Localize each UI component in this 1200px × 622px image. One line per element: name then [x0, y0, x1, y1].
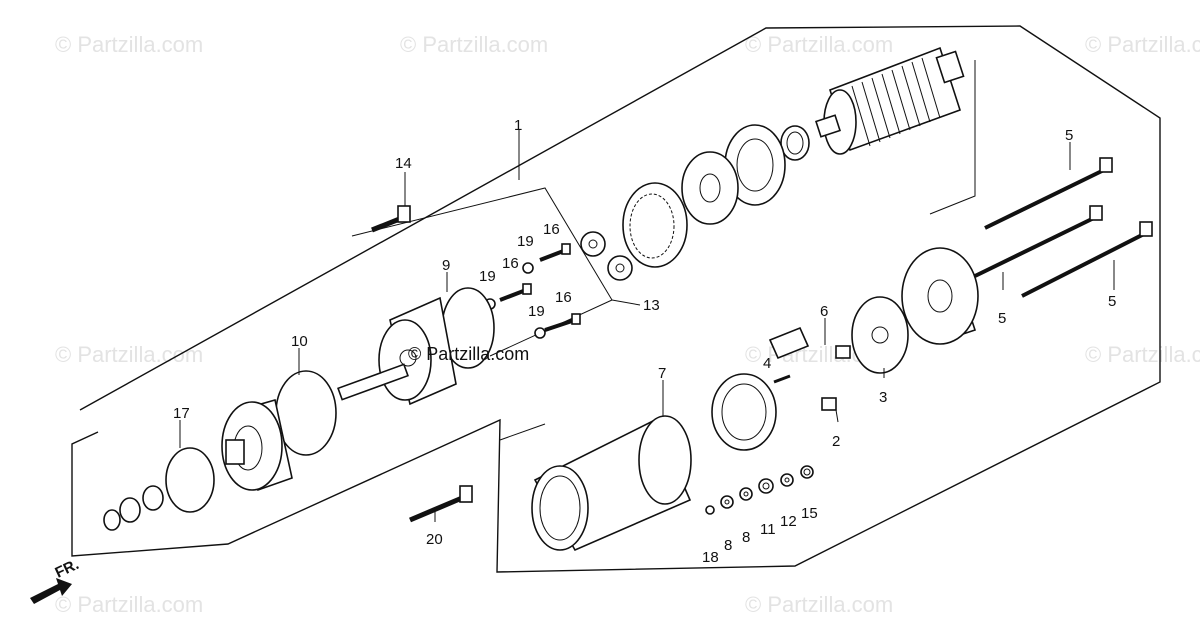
- callout-11: 11: [760, 521, 776, 538]
- bolt-14: [371, 205, 411, 233]
- through-bolts: [974, 157, 1153, 298]
- callout-15: 15: [801, 505, 818, 522]
- callout-12: 12: [780, 513, 797, 530]
- callout-13: 13: [643, 297, 660, 314]
- callout-5: 5: [1108, 293, 1116, 310]
- leader-lines: [179, 130, 1115, 522]
- callout-16: 16: [555, 289, 572, 306]
- front-housing: [221, 398, 293, 492]
- callout-2: 2: [832, 433, 840, 450]
- watermark-layer: © Partzilla.com © Partzilla.com © Partzi…: [55, 32, 1200, 617]
- callout-7: 7: [658, 365, 666, 382]
- small-washers: [705, 465, 814, 515]
- callout-5: 5: [998, 310, 1006, 327]
- watermark: © Partzilla.com: [745, 592, 893, 617]
- callout-19: 19: [479, 268, 496, 285]
- callout-3: 3: [879, 389, 887, 406]
- direction-label: FR.: [53, 556, 82, 582]
- motor-case: [531, 415, 692, 552]
- callout-6: 6: [820, 303, 828, 320]
- callout-8: 8: [742, 529, 750, 546]
- watermark: © Partzilla.com: [745, 32, 893, 57]
- callout-20: 20: [426, 531, 443, 548]
- arrow-icon: [30, 578, 72, 604]
- callout-18: 18: [702, 549, 719, 566]
- watermark: © Partzilla.com: [1085, 342, 1200, 367]
- brush-holder: [851, 296, 909, 374]
- callout-16: 16: [502, 255, 519, 272]
- callout-16: 16: [543, 221, 560, 238]
- washer-set-upper: [681, 124, 810, 225]
- watermark: © Partzilla.com: [400, 32, 548, 57]
- planetary-housing: [337, 296, 457, 406]
- callout-9: 9: [442, 257, 450, 274]
- callout-1: 1: [514, 117, 522, 134]
- callout-14: 14: [395, 155, 412, 172]
- callout-4: 4: [763, 355, 771, 372]
- rear-cover: [901, 247, 979, 345]
- watermark: © Partzilla.com: [55, 32, 203, 57]
- watermark: © Partzilla.com: [55, 592, 203, 617]
- callout-8: 8: [724, 537, 732, 554]
- callout-17: 17: [173, 405, 190, 422]
- callout-19: 19: [528, 303, 545, 320]
- callout-labels: 1 2 3 4 5 5 5 6 7 8 8 9 10 11 12 13 14 1…: [173, 117, 1116, 566]
- front-seals: [103, 447, 215, 531]
- bolt-washer-group: [484, 243, 581, 339]
- ring-gear: [622, 182, 688, 268]
- bolt-20: [409, 485, 473, 523]
- planetary-gears: [580, 231, 633, 281]
- callout-19: 19: [517, 233, 534, 250]
- callout-5: 5: [1065, 127, 1073, 144]
- center-watermark: © Partzilla.com: [408, 344, 529, 364]
- brushes: [768, 326, 851, 411]
- armature: [815, 46, 965, 155]
- callout-10: 10: [291, 333, 308, 350]
- watermark: © Partzilla.com: [1085, 32, 1200, 57]
- field-core: [711, 373, 777, 451]
